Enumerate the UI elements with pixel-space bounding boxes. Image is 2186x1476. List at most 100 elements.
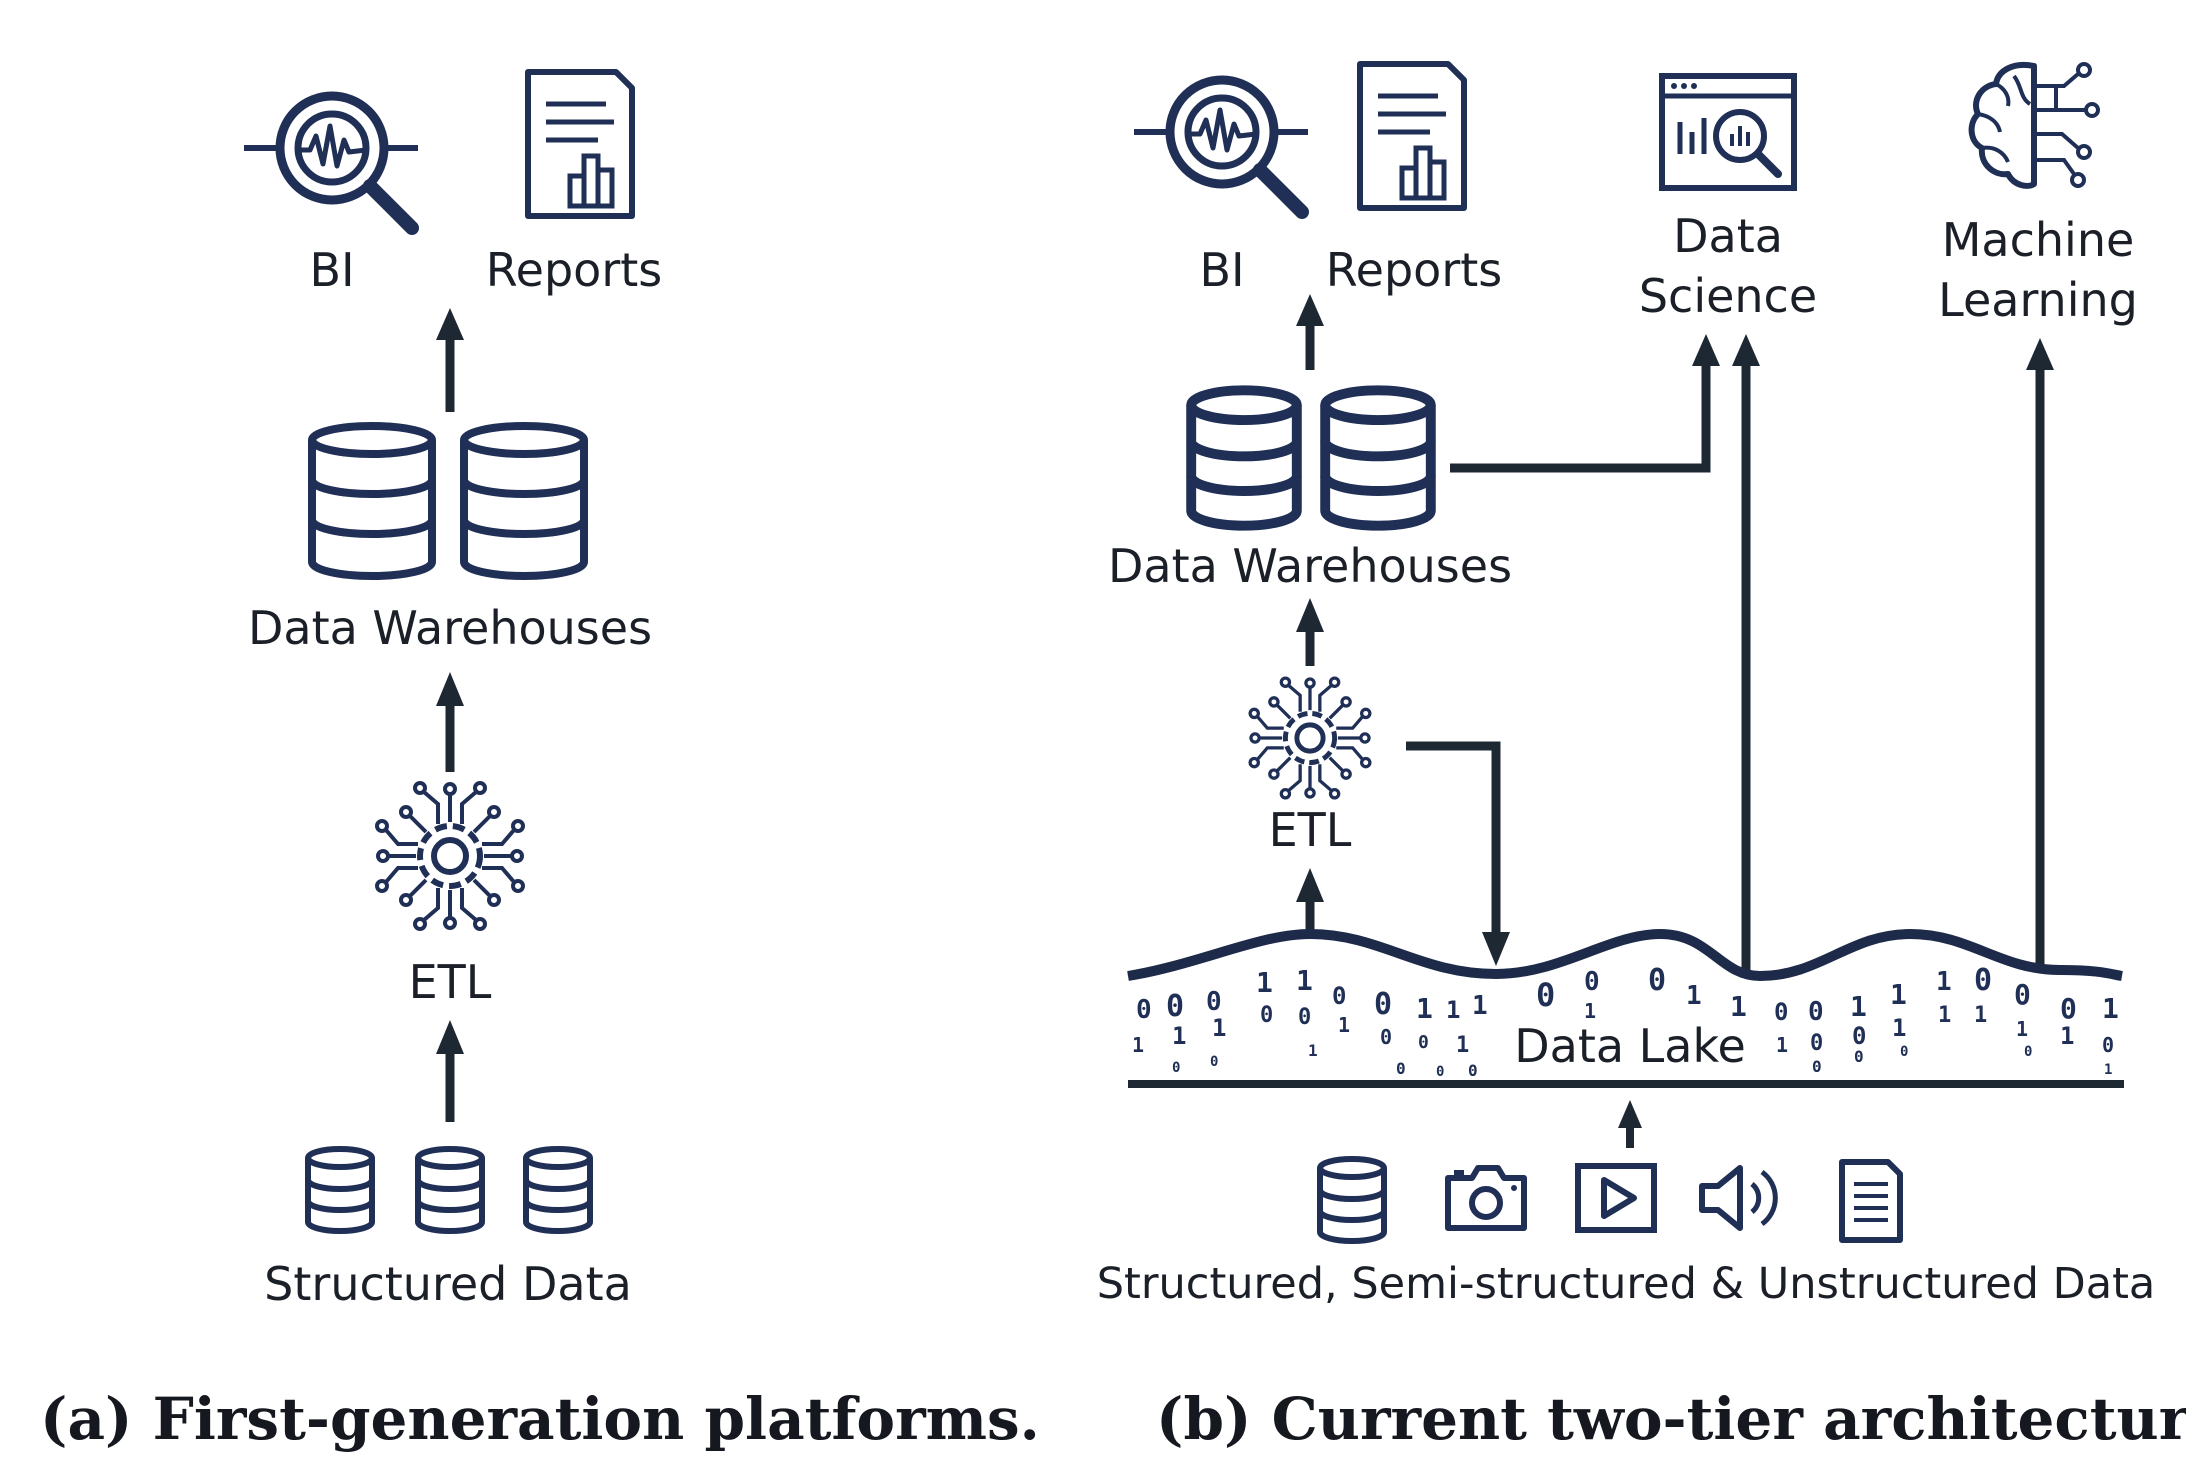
- svg-text:0: 0: [1854, 1047, 1864, 1066]
- arrow-warehouse-to-bi: [436, 308, 464, 412]
- bi-magnifier-icon: [1134, 80, 1308, 212]
- arrow-sources-to-lake: [1618, 1100, 1642, 1148]
- database-icon: [1325, 390, 1431, 525]
- svg-text:0: 0: [1974, 963, 1992, 998]
- svg-text:0: 0: [2024, 1044, 2032, 1060]
- svg-text:0: 0: [1298, 1005, 1311, 1030]
- database-icon: [526, 1149, 590, 1231]
- arrow-etl-to-lake: [1406, 741, 1510, 966]
- svg-text:0: 0: [1136, 995, 1152, 1025]
- svg-text:0: 0: [1396, 1059, 1406, 1078]
- svg-text:0: 0: [1436, 1064, 1444, 1080]
- data-science-analytics-icon: [1662, 76, 1794, 188]
- video-play-icon: [1578, 1166, 1654, 1230]
- svg-text:0: 0: [1468, 1061, 1478, 1080]
- svg-text:0: 0: [1210, 1054, 1218, 1070]
- arrow-lake-to-data-science: [1732, 334, 1760, 976]
- svg-text:1: 1: [1296, 964, 1313, 997]
- etl-label: ETL: [1268, 803, 1352, 857]
- svg-text:1: 1: [2102, 992, 2119, 1025]
- database-icon: [418, 1149, 482, 1231]
- etl-gear-icon: [377, 783, 523, 929]
- svg-text:0: 0: [2014, 978, 2031, 1011]
- database-icon: [464, 426, 584, 576]
- svg-text:1: 1: [1776, 1033, 1788, 1057]
- panel-a: [244, 72, 632, 1231]
- svg-text:1: 1: [1446, 996, 1460, 1024]
- svg-text:0: 0: [1380, 1025, 1392, 1049]
- arrow-etl-to-warehouse: [436, 672, 464, 772]
- svg-text:0: 0: [1852, 1022, 1866, 1050]
- data-warehouses-label: Data Warehouses: [247, 601, 653, 655]
- svg-text:1: 1: [1730, 990, 1747, 1023]
- structured-data-label: Structured Data: [264, 1257, 632, 1311]
- svg-text:1: 1: [1584, 999, 1596, 1023]
- svg-text:1: 1: [1472, 991, 1488, 1021]
- svg-text:1: 1: [1686, 981, 1702, 1011]
- svg-text:0: 0: [1166, 989, 1184, 1024]
- svg-text:1: 1: [1212, 1014, 1226, 1042]
- svg-text:1: 1: [2104, 1062, 2112, 1078]
- caption-a: (a) First-generation platforms.: [40, 1385, 1040, 1453]
- machine-learning-label-line1: Machine: [1941, 213, 2135, 267]
- svg-text:0: 0: [1900, 1044, 1908, 1060]
- svg-text:1: 1: [2016, 1017, 2028, 1041]
- svg-text:1: 1: [1890, 978, 1907, 1011]
- bi-label: BI: [1199, 243, 1245, 297]
- svg-text:1: 1: [2060, 1022, 2074, 1050]
- etl-gear-icon: [1250, 678, 1370, 798]
- svg-text:0: 0: [1260, 1003, 1273, 1028]
- svg-text:0: 0: [1418, 1032, 1429, 1053]
- sources-label: Structured, Semi-structured & Unstructur…: [1096, 1259, 2156, 1309]
- audio-speaker-icon: [1702, 1168, 1775, 1228]
- svg-text:1: 1: [1416, 992, 1433, 1025]
- svg-text:0: 0: [2102, 1033, 2114, 1057]
- camera-icon: [1448, 1168, 1524, 1228]
- reports-label: Reports: [1325, 243, 1503, 297]
- svg-text:1: 1: [1456, 1033, 1469, 1058]
- svg-text:0: 0: [1808, 997, 1824, 1027]
- report-document-icon: [528, 72, 632, 216]
- arrow-warehouse-to-data-science: [1450, 334, 1720, 473]
- svg-text:0: 0: [1374, 987, 1392, 1022]
- svg-text:0: 0: [1172, 1060, 1180, 1076]
- database-icon: [1191, 390, 1297, 525]
- machine-learning-brain-icon: [1972, 64, 2098, 186]
- arrow-sources-to-etl: [436, 1020, 464, 1122]
- bi-magnifier-icon: [244, 96, 418, 228]
- svg-text:1: 1: [1172, 1022, 1186, 1050]
- database-icon: [308, 1149, 372, 1231]
- arrow-lake-to-machine-learning: [2026, 338, 2054, 968]
- reports-label: Reports: [485, 243, 663, 297]
- svg-text:1: 1: [1938, 1003, 1951, 1028]
- svg-text:0: 0: [1812, 1057, 1822, 1076]
- arrow-lake-to-etl: [1296, 868, 1324, 936]
- database-icon: [312, 426, 432, 576]
- svg-text:1: 1: [1256, 966, 1273, 999]
- svg-text:1: 1: [1338, 1013, 1350, 1037]
- database-icon: [1320, 1159, 1384, 1241]
- svg-text:0: 0: [1332, 982, 1346, 1010]
- bi-label: BI: [309, 243, 355, 297]
- svg-text:1: 1: [1308, 1041, 1318, 1060]
- svg-text:1: 1: [1892, 1014, 1906, 1042]
- svg-text:0: 0: [1810, 1031, 1823, 1056]
- data-lake-label: Data Lake: [1508, 1020, 1752, 1072]
- report-document-icon: [1360, 64, 1464, 208]
- data-science-label-line1: Data: [1673, 209, 1783, 263]
- svg-text:0: 0: [1206, 987, 1222, 1017]
- arrow-warehouse-to-bi: [1296, 294, 1324, 370]
- svg-text:0: 0: [1648, 963, 1666, 998]
- etl-label: ETL: [408, 955, 492, 1009]
- svg-text:1: 1: [1974, 1003, 1987, 1028]
- svg-text:0: 0: [1774, 998, 1788, 1026]
- svg-text:1: 1: [1132, 1033, 1144, 1057]
- data-warehouses-label: Data Warehouses: [1107, 539, 1513, 593]
- text-document-icon: [1842, 1162, 1900, 1240]
- svg-text:0: 0: [1584, 967, 1600, 997]
- arrow-etl-to-warehouse: [1296, 598, 1324, 666]
